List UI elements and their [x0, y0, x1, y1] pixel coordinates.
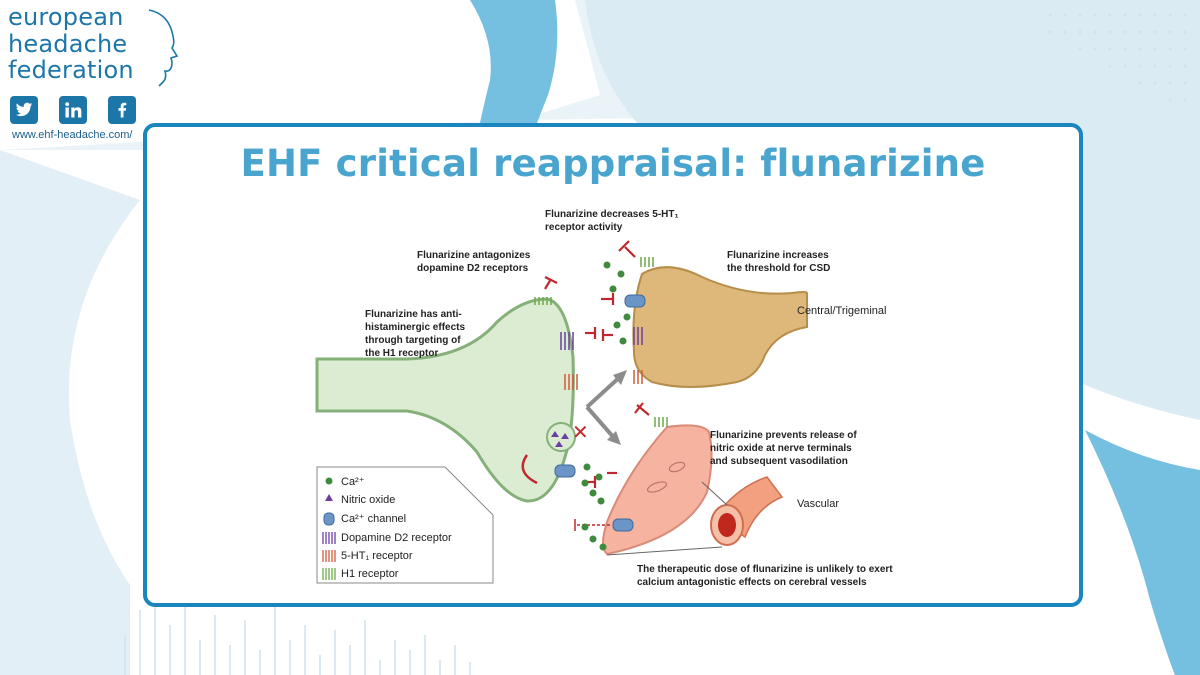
logo-line-1: european — [8, 3, 124, 31]
annotation-d2: Flunarizine antagonizes dopamine D2 rece… — [417, 250, 531, 274]
legend-5ht1: 5-HT₁ receptor — [341, 550, 413, 562]
postsynaptic-neuron — [632, 266, 808, 388]
5ht1-receptor-presynaptic — [564, 374, 578, 390]
annotation-no-release: Flunarizine prevents release of nitric o… — [710, 430, 857, 467]
svg-text:nitric oxide at nerve terminal: nitric oxide at nerve terminals — [710, 443, 852, 454]
region-central-label: Central/Trigeminal — [797, 305, 886, 317]
legend-nitric-oxide: Nitric oxide — [341, 494, 395, 506]
h1-receptor-postsynaptic — [640, 257, 654, 267]
content-card: EHF critical reappraisal: flunarizine — [143, 123, 1083, 607]
nitric-oxide-triangle-icon — [325, 494, 333, 501]
calcium-ions — [581, 261, 631, 551]
svg-text:✕: ✕ — [572, 420, 589, 444]
legend-d2: Dopamine D2 receptor — [341, 532, 452, 544]
vascular-smooth-muscle — [602, 424, 713, 556]
legend-calcium: Ca²⁺ — [341, 476, 365, 488]
blood-vessel-icon — [710, 476, 784, 546]
flunarizine-mechanism-diagram: ✕ — [315, 209, 893, 588]
5ht1-receptor-postsynaptic — [633, 370, 643, 384]
calcium-dot-icon — [325, 477, 333, 485]
presynaptic-neuron — [315, 297, 575, 503]
svg-text:calcium antagonistic effects o: calcium antagonistic effects on cerebral… — [637, 577, 867, 588]
d2-receptor-presynaptic — [560, 332, 574, 350]
vesicle — [546, 422, 576, 452]
calcium-channel-vascular — [612, 518, 634, 532]
svg-text:Flunarizine decreases 5-HT₁: Flunarizine decreases 5-HT₁ — [545, 209, 679, 220]
social-links — [10, 96, 136, 124]
d2-receptor-postsynaptic — [633, 327, 643, 345]
legend: Ca²⁺ Nitric oxide Ca²⁺ channel Dopamine … — [316, 466, 494, 584]
calcium-channel-postsynaptic — [624, 294, 646, 308]
h1-receptor-icon — [322, 568, 336, 580]
svg-text:Flunarizine has anti-: Flunarizine has anti- — [365, 309, 462, 320]
twitter-icon[interactable] — [10, 96, 38, 124]
slide-title: EHF critical reappraisal: flunarizine — [240, 142, 986, 185]
logo-line-2: headache — [8, 29, 128, 58]
d2-receptor-icon — [322, 532, 336, 544]
svg-text:Flunarizine antagonizes: Flunarizine antagonizes — [417, 250, 531, 261]
5ht1-receptor-icon — [322, 550, 336, 562]
svg-text:through targeting of: through targeting of — [365, 335, 461, 346]
head-profile-icon — [148, 9, 179, 87]
h1-receptor-presynaptic — [534, 297, 552, 305]
annotation-5ht1-activity: Flunarizine decreases 5-HT₁ receptor act… — [545, 209, 679, 233]
legend-h1: H1 receptor — [341, 568, 399, 580]
logo-line-3: federation — [8, 56, 134, 84]
h1-receptor-vascular — [654, 417, 668, 427]
calcium-channel-icon — [323, 512, 335, 526]
ehf-logo[interactable]: european headache federation — [8, 4, 134, 84]
calcium-channel-presynaptic — [554, 464, 576, 478]
facebook-icon[interactable] — [108, 96, 136, 124]
svg-text:Flunarizine increases: Flunarizine increases — [727, 250, 829, 261]
legend-calcium-channel: Ca²⁺ channel — [341, 513, 406, 525]
svg-text:Flunarizine prevents release o: Flunarizine prevents release of — [710, 430, 857, 441]
linkedin-icon[interactable] — [59, 96, 87, 124]
region-vascular-label: Vascular — [797, 498, 839, 510]
annotation-h1: Flunarizine has anti- histaminergic effe… — [365, 309, 465, 359]
svg-text:dopamine D2 receptors: dopamine D2 receptors — [417, 263, 529, 274]
svg-text:and subsequent vasodilation: and subsequent vasodilation — [710, 456, 848, 467]
svg-text:receptor activity: receptor activity — [545, 222, 623, 233]
annotation-therapeutic: The therapeutic dose of flunarizine is u… — [637, 564, 893, 588]
annotation-csd: Flunarizine increases the threshold for … — [727, 250, 830, 274]
website-url[interactable]: www.ehf-headache.com/ — [12, 129, 133, 141]
svg-text:the threshold for CSD: the threshold for CSD — [727, 263, 830, 274]
svg-text:the H1 receptor: the H1 receptor — [365, 348, 438, 359]
svg-text:The therapeutic dose of flunar: The therapeutic dose of flunarizine is u… — [637, 564, 893, 575]
svg-text:histaminergic effects: histaminergic effects — [365, 322, 465, 333]
